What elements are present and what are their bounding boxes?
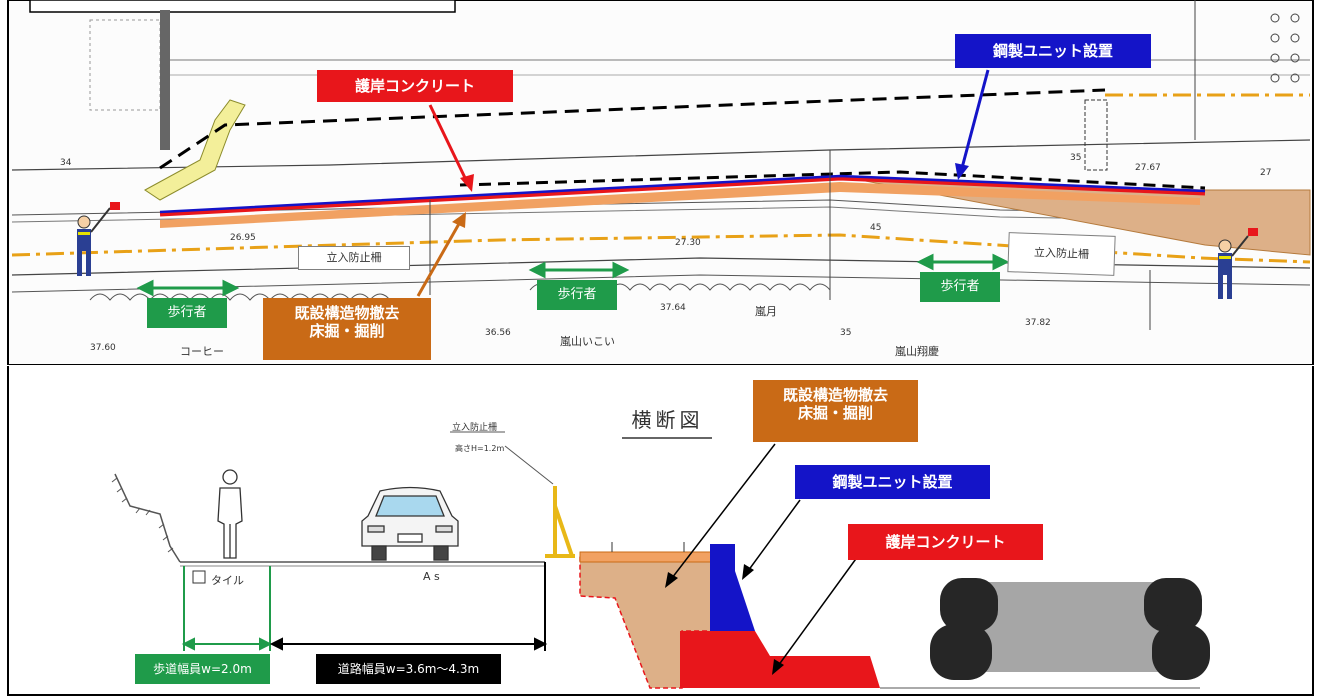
black-dashed-line xyxy=(159,88,1106,170)
section-orange-arrow xyxy=(665,443,776,588)
orange-dashdot-lower xyxy=(11,233,1311,264)
svg-text:34: 34 xyxy=(60,158,72,168)
section-label-demolish-line2: 床掘・掘削 xyxy=(797,404,873,422)
plan-label-demolish-line2: 床掘・掘削 xyxy=(309,322,385,340)
tile-swatch xyxy=(192,570,206,584)
flagman-left-icon xyxy=(77,202,120,276)
bottom-frame xyxy=(8,694,1313,696)
car-icon xyxy=(361,486,459,561)
road-edge-upper xyxy=(11,139,1311,171)
concrete-block xyxy=(680,631,880,688)
plan-label-demolish: 既設構造物撤去 床掘・掘削 xyxy=(263,298,431,360)
circle-markers xyxy=(1270,13,1300,83)
section-title: 横断図 xyxy=(631,408,704,432)
section-label-demolish-line1: 既設構造物撤去 xyxy=(782,386,888,404)
plan-label-pedestrian-2: 歩行者 xyxy=(537,280,617,310)
sidewalk-width-label: 歩道幅員w=2.0m xyxy=(135,654,270,684)
left-wall-hatch xyxy=(111,477,174,553)
sidewalk-dimension-arrow xyxy=(181,637,273,651)
steel-unit-block xyxy=(710,544,755,631)
flagman-right-icon xyxy=(1218,228,1258,299)
road-dimension-arrow xyxy=(269,637,548,651)
person-figure-icon xyxy=(217,469,243,559)
svg-text:35: 35 xyxy=(840,328,851,338)
map-label-1: コーヒー xyxy=(180,345,224,358)
map-annotations: 34 26.95 27.30 45 27.67 35 27 36.56 37.64 37.… xyxy=(60,153,1271,353)
yellow-channel xyxy=(144,99,246,201)
map-label-4: 嵐月 xyxy=(755,305,777,318)
svg-text:37.60: 37.60 xyxy=(90,343,116,353)
section-view xyxy=(7,366,1314,696)
section-blue-arrow xyxy=(742,499,801,580)
section-label-demolish: 既設構造物撤去 床掘・掘削 xyxy=(753,380,918,442)
svg-text:45: 45 xyxy=(870,223,881,233)
road-width-label: 道路幅員w=3.6m～4.3m xyxy=(316,654,501,684)
orange-pointer-arrow xyxy=(416,212,466,297)
svg-text:37.64: 37.64 xyxy=(660,303,686,313)
fence-icon xyxy=(545,486,575,558)
svg-text:27: 27 xyxy=(1260,168,1271,178)
plan-fence-tag-1: 立入防止柵 xyxy=(298,246,410,270)
left-wall xyxy=(114,473,181,563)
pedestrian-arrow-2 xyxy=(528,261,630,279)
black-dashed-line-lower xyxy=(459,170,1206,190)
map-label-3: 嵐山いこい xyxy=(560,335,615,348)
map-label-5: 嵐山翔慶 xyxy=(895,344,939,358)
caption-box xyxy=(29,0,456,13)
fence-leader xyxy=(504,445,554,485)
blue-unit-line xyxy=(159,174,1206,214)
plan-label-demolish-line1: 既設構造物撤去 xyxy=(294,304,400,322)
pole-icon xyxy=(160,10,170,150)
svg-text:27.30: 27.30 xyxy=(675,238,701,248)
fence-height: 高さH=1.2m xyxy=(455,444,505,453)
plan-fence-tag-2: 立入防止柵 xyxy=(1007,232,1116,276)
pedestrian-arrow-3 xyxy=(916,253,1010,271)
roller-blocks-icon xyxy=(930,578,1210,680)
tile-label: タイル xyxy=(211,574,244,587)
section-red-arrow xyxy=(772,555,859,675)
svg-text:35: 35 xyxy=(1070,153,1081,163)
fence-note: 立入防止柵 xyxy=(452,423,498,433)
red-pointer-arrow xyxy=(428,104,474,192)
svg-text:26.95: 26.95 xyxy=(230,233,256,243)
red-revetment-line xyxy=(159,175,1206,217)
existing-slab xyxy=(579,551,726,563)
blue-pointer-arrow xyxy=(955,69,990,180)
road-surface-label: A s xyxy=(423,570,440,583)
pedestrian-arrow-1 xyxy=(136,279,240,297)
plan-label-pedestrian-1: 歩行者 xyxy=(147,298,227,328)
svg-text:36.56: 36.56 xyxy=(485,328,511,338)
plan-label-concrete: 護岸コンクリート xyxy=(317,70,513,102)
right-structure xyxy=(1084,99,1108,171)
orange-band xyxy=(160,182,1200,228)
plan-label-pedestrian-3: 歩行者 xyxy=(920,272,1000,302)
plan-label-steel-unit: 鋼製ユニット設置 xyxy=(955,34,1151,68)
section-label-concrete: 護岸コンクリート xyxy=(848,524,1043,560)
svg-text:27.67: 27.67 xyxy=(1135,163,1161,173)
section-label-steel-unit: 鋼製ユニット設置 xyxy=(795,465,990,499)
svg-text:37.82: 37.82 xyxy=(1025,318,1051,328)
